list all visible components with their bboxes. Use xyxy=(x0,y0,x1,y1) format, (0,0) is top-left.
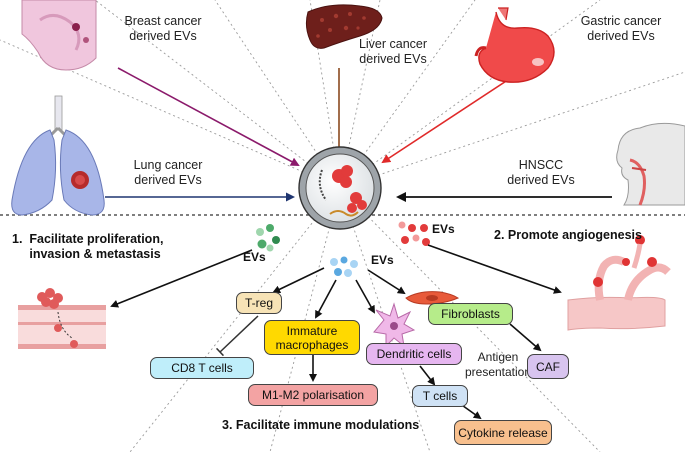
ev-cluster-green xyxy=(256,224,280,252)
lung-source-label: Lung cancer derived EVs xyxy=(133,158,203,187)
effect-proliferation: 1. Facilitate proliferation, invasion & … xyxy=(12,232,164,261)
liver-illustration xyxy=(305,4,383,49)
ev-label-right: EVs xyxy=(432,222,455,236)
breast-arrow xyxy=(117,67,300,166)
cd8-box: CD8 T cells xyxy=(150,357,254,379)
ev-label-left: EVs xyxy=(243,250,266,264)
fibroblast-cell xyxy=(405,291,460,305)
central-ev xyxy=(298,146,382,230)
antigen-presentation-label: Antigen presentation xyxy=(464,350,532,379)
caf-box: CAF xyxy=(527,354,569,379)
arrow-to-fibroblast xyxy=(367,269,406,295)
arrow-to-dendritic xyxy=(355,279,375,314)
arrow-to-macrophages xyxy=(315,279,337,319)
tcells-box: T cells xyxy=(412,385,468,407)
fibroblasts-box: Fibroblasts xyxy=(428,303,513,325)
dendritic-box: Dendritic cells xyxy=(366,343,462,365)
gastric-arrow xyxy=(381,71,521,164)
polarisation-box: M1-M2 polarisation xyxy=(248,384,378,406)
arrow-to-tcells xyxy=(419,365,436,386)
head-illustration xyxy=(616,122,685,206)
lungs-illustration xyxy=(11,95,105,216)
metastasis-illustration xyxy=(18,288,106,349)
macrophages-box: Immature macrophages xyxy=(264,320,360,355)
effect-immune: 3. Facilitate immune modulations xyxy=(222,418,420,432)
hnscc-source-label: HNSCC derived EVs xyxy=(507,158,575,187)
stomach-illustration xyxy=(474,7,555,83)
arrow-to-metastasis xyxy=(110,249,253,308)
inhibit-cd8 xyxy=(215,315,259,357)
angiogenesis-illustration xyxy=(567,235,671,331)
treg-box: T-reg xyxy=(236,292,282,314)
liver-source-label: Liver cancer derived EVs xyxy=(358,37,428,66)
arrow-to-caf xyxy=(509,323,542,352)
arrow-to-angiogenesis xyxy=(427,244,562,294)
effect-angiogenesis: 2. Promote angiogenesis xyxy=(494,228,642,242)
ev-cluster-blue xyxy=(330,256,358,277)
ev-label-center: EVs xyxy=(371,253,394,267)
dendritic-cell xyxy=(373,302,416,348)
arrow-to-treg xyxy=(272,267,325,294)
gastric-source-label: Gastric cancer derived EVs xyxy=(580,14,662,43)
breast-illustration xyxy=(21,0,97,71)
ev-cluster-red xyxy=(398,221,430,246)
breast-source-label: Breast cancer derived EVs xyxy=(124,14,202,43)
cytokine-box: Cytokine release xyxy=(454,420,552,445)
